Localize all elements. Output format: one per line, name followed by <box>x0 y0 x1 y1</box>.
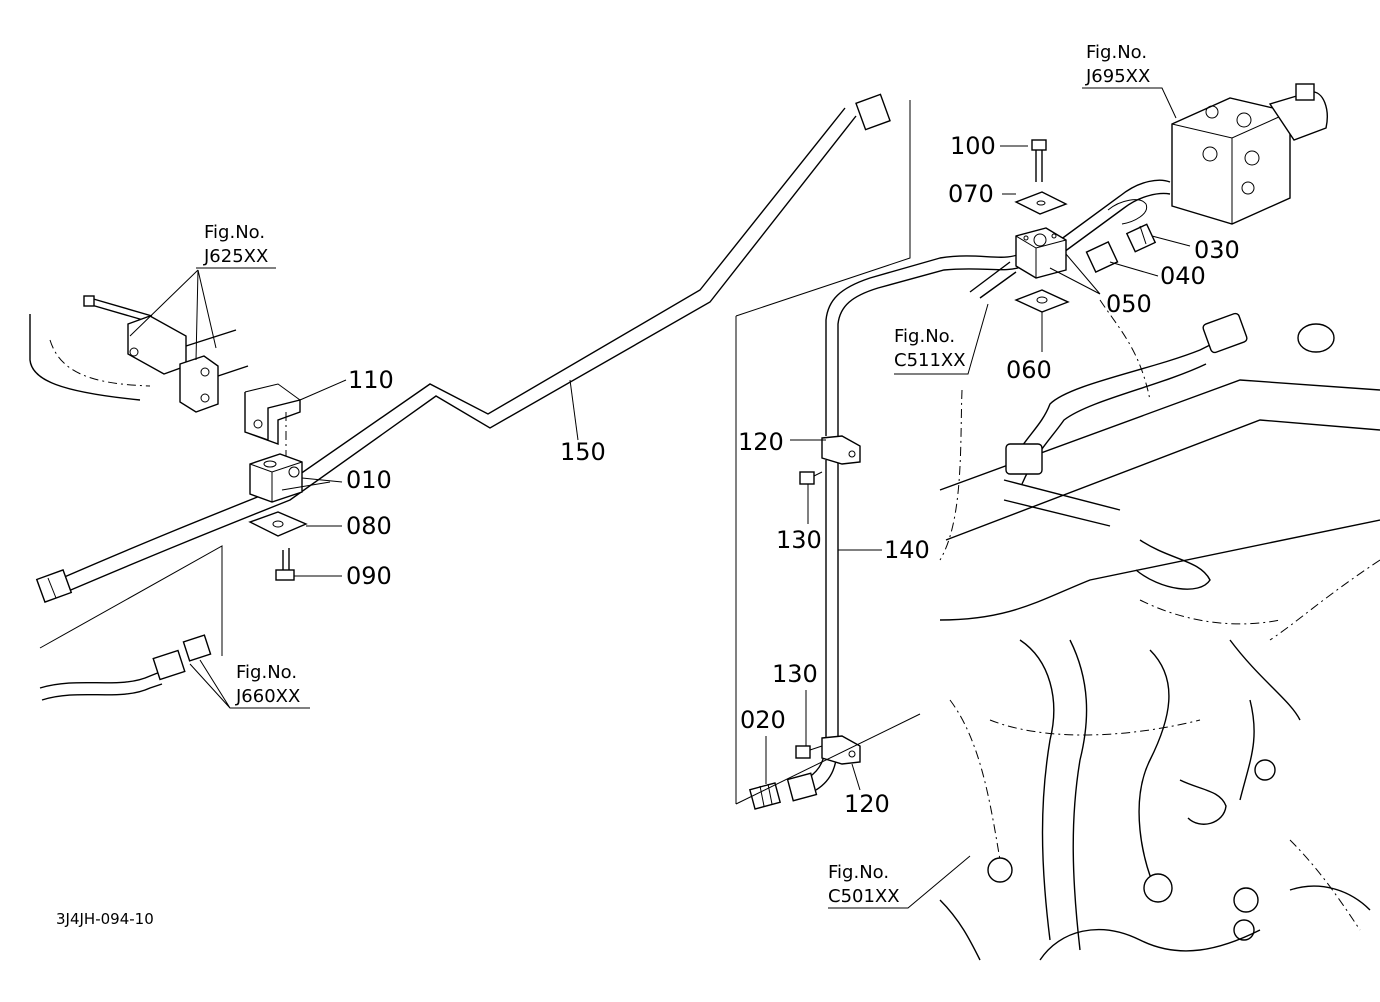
diagram-code: 3J4JH-094-10 <box>56 910 154 928</box>
callout-labels: 110 010 080 090 150 120 130 140 130 020 … <box>346 132 1240 818</box>
clamp-120-lower <box>821 735 861 765</box>
fig-ref-c501-number: C501XX <box>828 886 900 907</box>
frame-c501 <box>939 299 1380 961</box>
valve-j695 <box>1171 83 1328 225</box>
clamp-120-upper <box>821 435 861 465</box>
callout-060: 060 <box>1006 356 1052 384</box>
fitting-020 <box>748 772 818 810</box>
fig-ref-c511-title: Fig.No. <box>894 326 955 347</box>
fig-ref-j625-title: Fig.No. <box>204 222 265 243</box>
callout-050: 050 <box>1106 290 1152 318</box>
callout-120-upper: 120 <box>738 428 784 456</box>
callout-120-lower: 120 <box>844 790 890 818</box>
plate-070 <box>1014 191 1068 215</box>
fitting-030 <box>1125 223 1157 253</box>
bolt-130-lower <box>795 745 823 759</box>
callout-020: 020 <box>740 706 786 734</box>
callout-040: 040 <box>1160 262 1206 290</box>
callout-110: 110 <box>348 366 394 394</box>
callout-010: 010 <box>346 466 392 494</box>
callout-130-upper: 130 <box>776 526 822 554</box>
callout-130-lower: 130 <box>772 660 818 688</box>
pipe-140 <box>807 253 1025 791</box>
fitting-j660 <box>39 545 223 701</box>
frame-outline-right <box>735 100 921 805</box>
callout-100: 100 <box>950 132 996 160</box>
pipe-150 <box>35 93 891 603</box>
clamp-010 <box>249 453 303 503</box>
fig-ref-j660-title: Fig.No. <box>236 662 297 683</box>
callout-150: 150 <box>560 438 606 466</box>
frame-j625 <box>29 295 249 413</box>
bolt-100 <box>1031 139 1047 182</box>
fig-ref-j695-title: Fig.No. <box>1086 42 1147 63</box>
plate-060 <box>1014 289 1070 313</box>
plate-080 <box>248 511 308 537</box>
bolt-130-upper <box>799 471 823 485</box>
fitting-040 <box>1085 241 1119 273</box>
callout-030: 030 <box>1194 236 1240 264</box>
fig-ref-j695-number: J695XX <box>1085 66 1150 87</box>
fig-ref-j660-number: J660XX <box>235 686 300 707</box>
pipe-upper <box>969 179 1171 299</box>
callout-070: 070 <box>948 180 994 208</box>
fig-refs: Fig.No. J625XX Fig.No. J660XX Fig.No. J6… <box>203 42 1150 907</box>
callout-080: 080 <box>346 512 392 540</box>
fig-ref-c511-number: C511XX <box>894 350 966 371</box>
fig-ref-j625-number: J625XX <box>203 246 268 267</box>
block-050 <box>1015 227 1067 279</box>
callout-140: 140 <box>884 536 930 564</box>
fig-ref-c501-title: Fig.No. <box>828 862 889 883</box>
callout-090: 090 <box>346 562 392 590</box>
bolt-090 <box>275 548 295 581</box>
leader-lines <box>129 87 1191 909</box>
